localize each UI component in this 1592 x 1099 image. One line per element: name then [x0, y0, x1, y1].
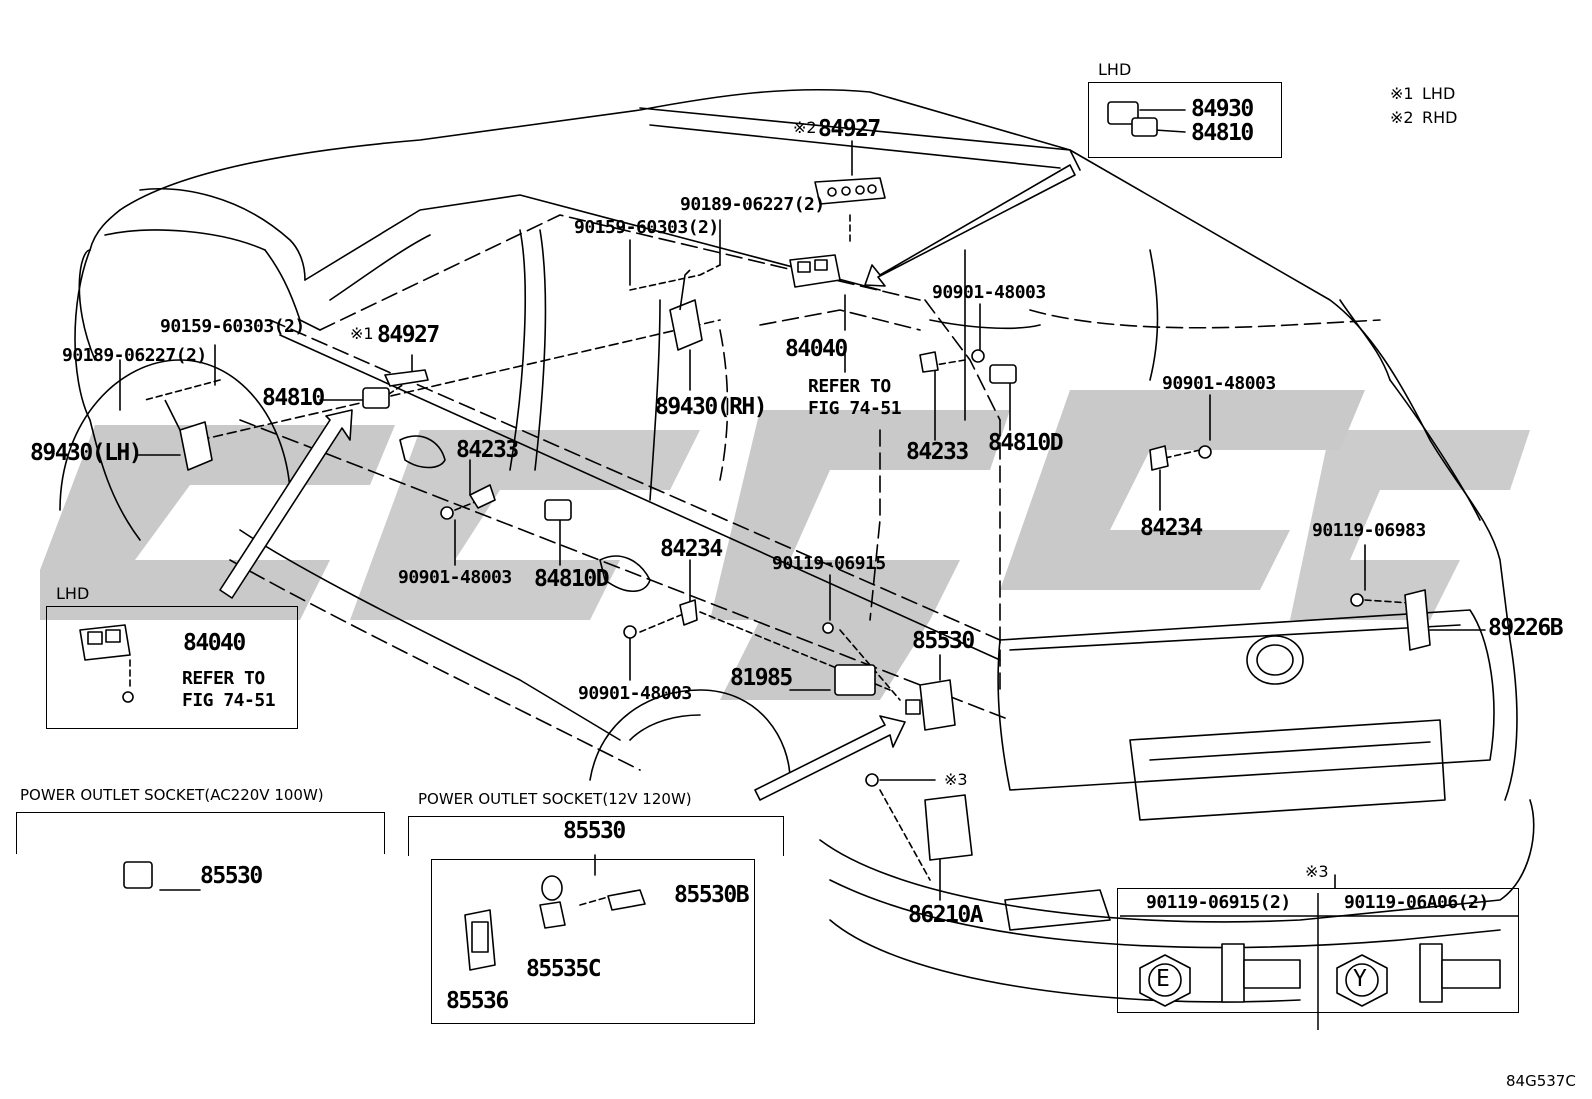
part-84810: 84810	[262, 385, 325, 411]
part-90901-c: 90901-48003	[932, 282, 1046, 303]
part-84927-rhd: 84927	[818, 116, 881, 142]
part-85530-ac: 85530	[200, 863, 263, 889]
part-84040: 84040	[785, 336, 848, 362]
part-90901-a: 90901-48003	[398, 567, 512, 588]
inset-bolts-box	[1117, 888, 1519, 1013]
bolt-head-y: Y	[1353, 966, 1367, 992]
mark-lhd: ※1	[350, 324, 374, 343]
part-85530-12v: 85530	[563, 818, 626, 844]
part-90159-top: 90159-60303(2)	[574, 217, 719, 238]
bolt-head-e: E	[1156, 966, 1170, 992]
part-84040-lhd: 84040	[183, 630, 246, 656]
part-90901-d: 90901-48003	[1162, 373, 1276, 394]
mark-3: ※3	[944, 770, 968, 789]
part-85536: 85536	[446, 988, 509, 1014]
part-85530-main: 85530	[912, 628, 975, 654]
mark-rhd: ※2	[793, 118, 817, 137]
part-84810-lhd: 84810	[1191, 120, 1254, 146]
part-89430-rh: 89430(RH)	[655, 394, 768, 420]
part-81985: 81985	[730, 665, 793, 691]
inset-12v-title: POWER OUTLET SOCKET(12V 120W)	[418, 790, 692, 808]
part-86210a: 86210A	[908, 902, 984, 928]
part-89430-lh: 89430(LH)	[30, 440, 143, 466]
inset-12v-frame	[408, 816, 784, 856]
part-90189-left: 90189-06227(2)	[62, 345, 207, 366]
part-90119-06983: 90119-06983	[1312, 520, 1426, 541]
legend-mark-1: ※1	[1390, 84, 1414, 103]
refer-left-line1: REFER TO	[182, 668, 265, 689]
part-84234-b: 84234	[1140, 515, 1203, 541]
part-84930: 84930	[1191, 96, 1254, 122]
part-90159-left: 90159-60303(2)	[160, 316, 305, 337]
part-84234-a: 84234	[660, 536, 723, 562]
inset-lhd-top-title: LHD	[1098, 60, 1132, 79]
part-90119-06915: 90119-06915	[772, 553, 886, 574]
bolt-col-1: 90119-06915(2)	[1146, 892, 1291, 913]
part-84810d-a: 84810D	[534, 566, 610, 592]
part-90189-top: 90189-06227(2)	[680, 194, 825, 215]
legend-mark-2: ※2	[1390, 108, 1414, 127]
refer-left-line2: FIG 74-51	[182, 690, 276, 711]
part-85530b: 85530B	[674, 882, 750, 908]
part-90901-b: 90901-48003	[578, 683, 692, 704]
part-84233-a: 84233	[456, 437, 519, 463]
part-84927-lhd: 84927	[377, 322, 440, 348]
inset-bolts-mark: ※3	[1305, 862, 1329, 881]
inset-12v-box	[431, 859, 755, 1024]
inset-ac-box	[16, 812, 385, 854]
inset-lhd-top-box	[1088, 82, 1282, 158]
watermark-logo	[40, 390, 1530, 700]
part-89226b: 89226B	[1488, 615, 1564, 641]
inset-lhd-left-box	[46, 606, 298, 729]
diagram-code: 84G537C	[1506, 1072, 1576, 1090]
bolt-col-2: 90119-06A06(2)	[1344, 892, 1489, 913]
part-84810d-b: 84810D	[988, 430, 1064, 456]
part-85535c: 85535C	[526, 956, 602, 982]
inset-ac-title: POWER OUTLET SOCKET(AC220V 100W)	[20, 786, 324, 804]
legend-text-1: LHD	[1422, 84, 1456, 103]
refer-mid-line2: FIG 74-51	[808, 398, 902, 419]
refer-mid-line1: REFER TO	[808, 376, 891, 397]
part-84233-b: 84233	[906, 439, 969, 465]
inset-lhd-left-title: LHD	[56, 584, 90, 603]
legend-text-2: RHD	[1422, 108, 1458, 127]
